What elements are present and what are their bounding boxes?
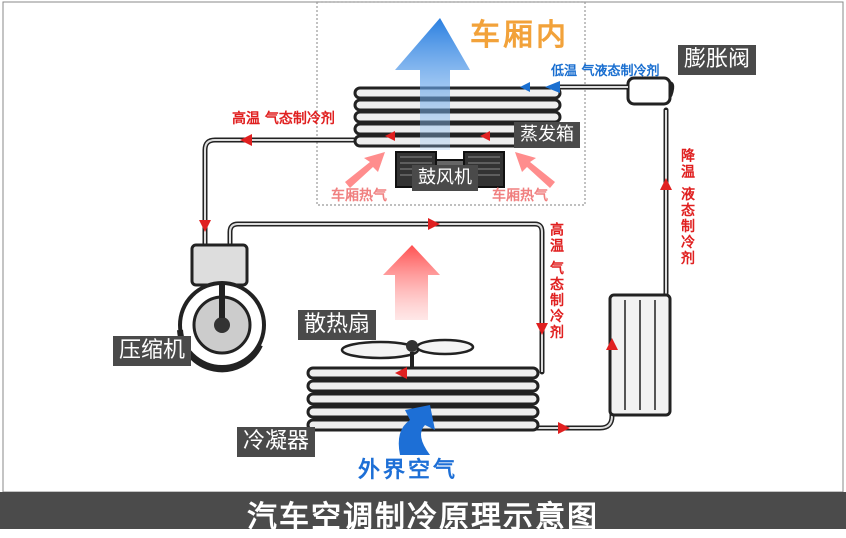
condenser-label: 冷凝器	[237, 427, 316, 458]
expansion-valve-label: 膨胀阀	[678, 45, 757, 76]
evaporator-label: 蒸发箱	[514, 122, 580, 148]
high-temp-gas-left-label: 高温 气态制冷剂	[232, 111, 335, 127]
fan-icon	[340, 338, 475, 368]
cool-liquid-label: 降温 液态制冷剂	[679, 148, 695, 267]
hot-air-right-arrow	[515, 152, 555, 188]
diagram-title: 汽车空调制冷原理示意图	[247, 500, 599, 535]
hot-air-left-arrow	[345, 152, 385, 188]
evaporator-icon	[353, 86, 562, 148]
receiver-drier-icon	[608, 293, 672, 417]
cabin-hot-air-left-label: 车厢热气	[331, 188, 387, 204]
blower-label: 鼓风机	[412, 165, 478, 191]
condenser-icon	[306, 366, 540, 432]
compressor-icon	[177, 243, 266, 373]
cabin-hot-air-right-label: 车厢热气	[492, 188, 548, 204]
evaporator-flow-arrows	[385, 131, 490, 141]
outside-air-label: 外界空气	[358, 458, 459, 483]
low-temp-mix-label: 低温 气液态制冷剂	[551, 64, 660, 79]
cabin-label: 车厢内	[470, 18, 569, 53]
cold-flow-arrows	[520, 81, 560, 93]
title-bar	[0, 492, 846, 529]
hot-air-rising-arrow	[383, 245, 440, 320]
fan-label: 散热扇	[298, 310, 377, 341]
outside-air-arrow	[398, 405, 435, 455]
cold-air-arrow	[395, 18, 470, 150]
cabin-box	[316, 1, 586, 206]
pipe-flow-arrows	[199, 134, 672, 434]
high-temp-gas-right-label: 高温 气态制冷剂	[548, 222, 564, 341]
compressor-label: 压缩机	[113, 336, 192, 367]
expansion-valve-icon	[560, 76, 672, 106]
